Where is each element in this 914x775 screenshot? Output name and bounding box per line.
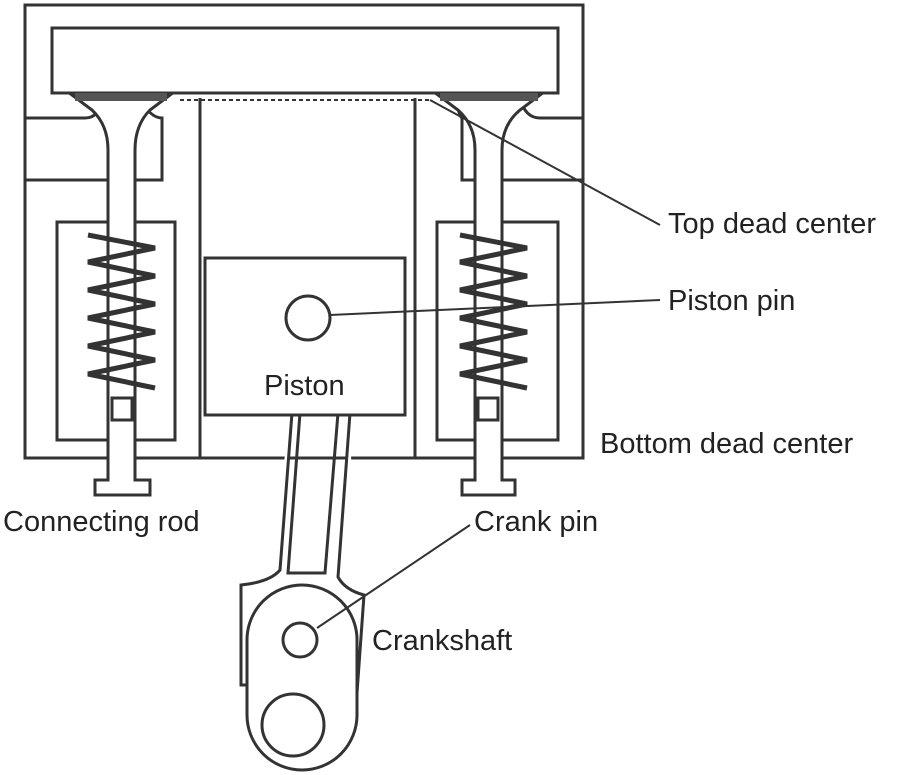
exhaust-valve-head	[440, 93, 538, 101]
cylinder-head-block	[23, 3, 585, 460]
connecting-rod	[239, 412, 366, 694]
label-crankshaft: Crankshaft	[372, 625, 513, 657]
valve-spring-right	[459, 232, 528, 391]
combustion-chamber	[50, 26, 560, 95]
label-piston-pin: Piston pin	[668, 285, 796, 317]
spring-retainer-right	[476, 396, 500, 422]
valve-spring-left	[87, 232, 156, 391]
spring-retainer-left	[110, 396, 134, 422]
label-top-dead-center: Top dead center	[668, 208, 876, 240]
leader-top-dead-center	[429, 99, 661, 226]
piston-pin	[284, 294, 332, 342]
label-bottom-dead-center: Bottom dead center	[600, 428, 854, 460]
leader-crank-pin	[316, 524, 471, 629]
label-crank-pin: Crank pin	[474, 506, 599, 538]
crank-pin	[281, 621, 319, 659]
leader-piston-pin	[329, 299, 661, 316]
intake-valve-head	[75, 93, 167, 101]
label-connecting-rod: Connecting rod	[3, 506, 200, 538]
label-piston: Piston	[264, 370, 345, 402]
connecting-rod-inner	[286, 412, 340, 575]
crankshaft-main-journal	[260, 692, 326, 758]
